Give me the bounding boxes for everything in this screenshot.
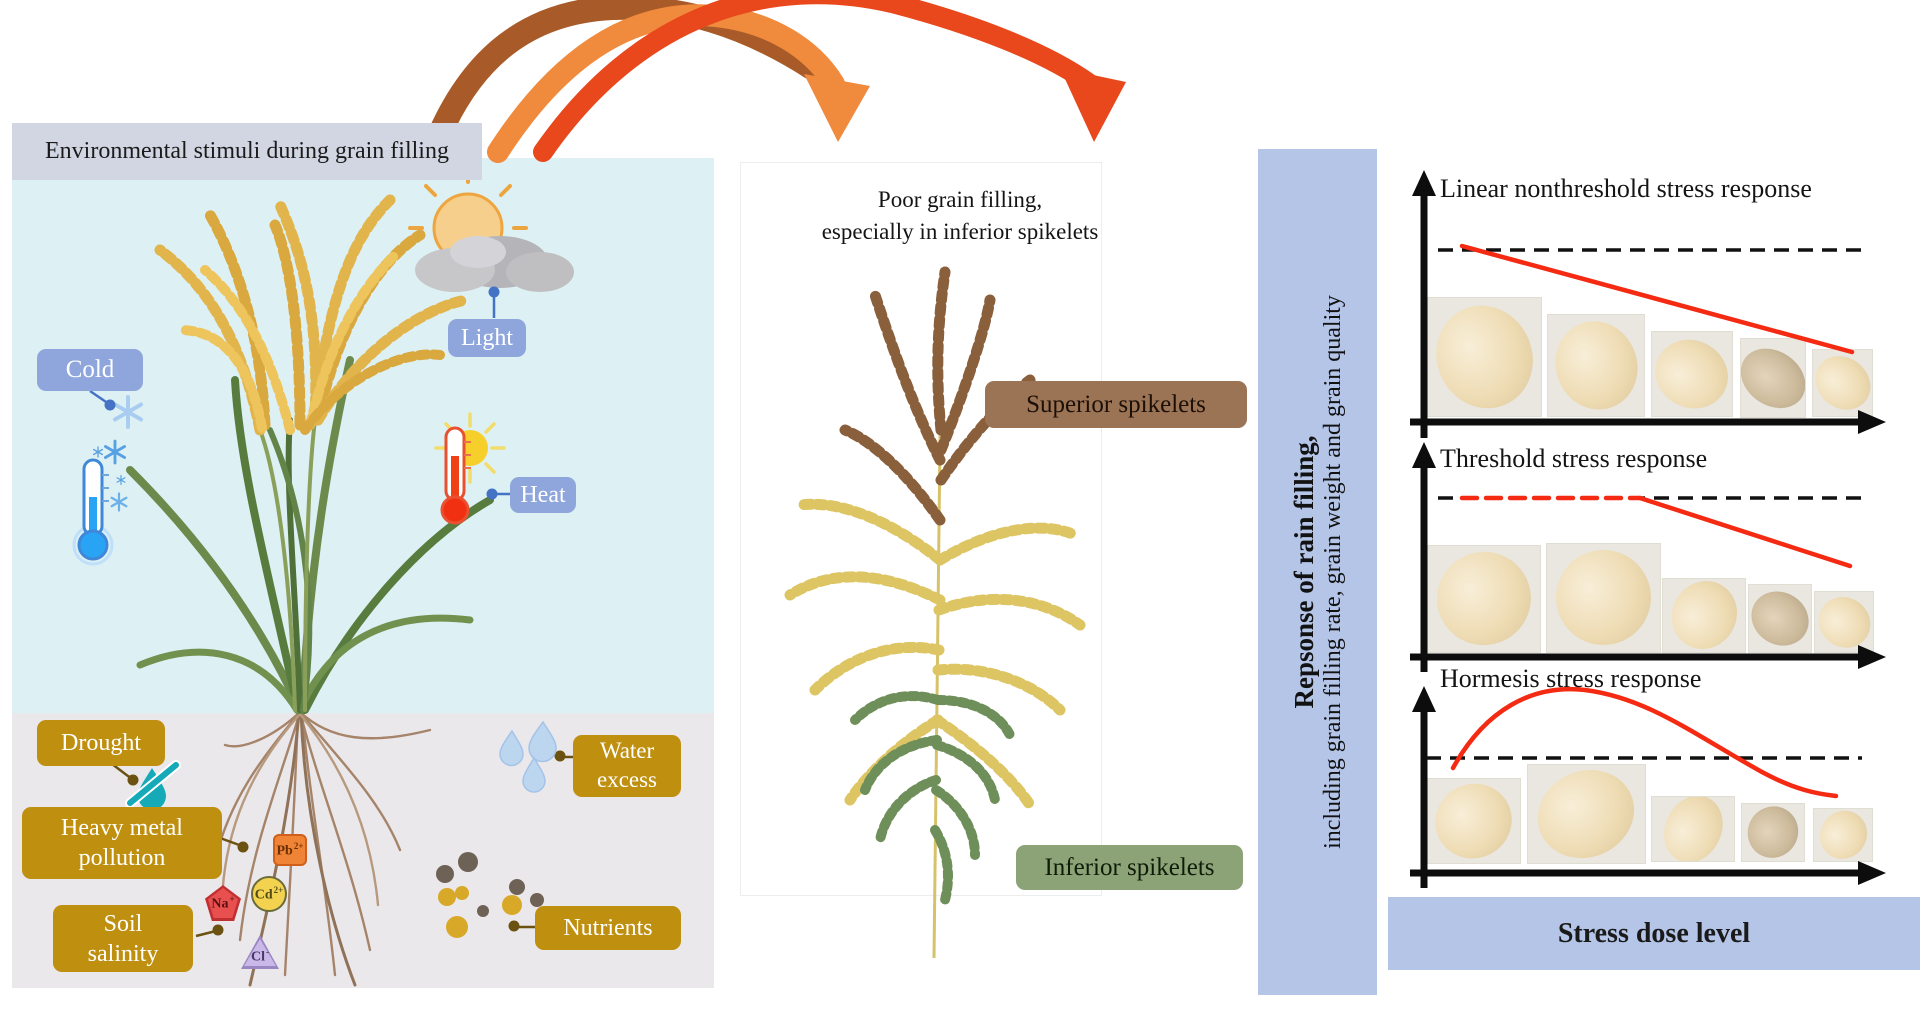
- arrow-head-right: [1060, 68, 1126, 142]
- grain-photo: [1527, 764, 1646, 864]
- grain-photo: [1651, 331, 1733, 417]
- grain-photo: [1427, 545, 1541, 653]
- response-axis-title-bold: Repsonse of rain filling,: [1288, 435, 1319, 709]
- grain-photo: [1740, 338, 1806, 418]
- label-nutrients: Nutrients: [535, 906, 681, 950]
- grain-photo: [1748, 584, 1812, 653]
- lead-ion-badge: Pb2+: [273, 834, 307, 866]
- response-axis-title: Repsonse of rain filling, including grai…: [1289, 295, 1347, 849]
- middle-panel-box: [740, 162, 1102, 896]
- cadmium-ion-badge: Cd2+: [251, 876, 287, 912]
- label-drought: Drought: [37, 720, 165, 766]
- left-panel-title: Environmental stimuli during grain filli…: [12, 123, 482, 180]
- middle-caption-line1: Poor grain filling,: [877, 187, 1043, 212]
- chart-title-linear-nonthreshold: Linear nonthreshold stress response: [1440, 174, 1812, 203]
- label-soil-salinity: Soil salinity: [53, 905, 193, 972]
- label-inferior-spikelets: Inferior spikelets: [1016, 845, 1243, 890]
- stress-dose-level-bar: Stress dose level: [1388, 897, 1920, 970]
- label-heavy-metal-pollution: Heavy metal pollution: [22, 807, 222, 879]
- grain-photo: [1662, 578, 1746, 653]
- label-heat: Heat: [510, 477, 576, 513]
- label-water-excess: Water excess: [573, 735, 681, 797]
- chart-title-threshold: Threshold stress response: [1440, 444, 1708, 473]
- grain-photo: [1812, 349, 1873, 417]
- grain-photo: [1427, 778, 1521, 864]
- grain-photo: [1814, 591, 1874, 653]
- chart-title-hormesis: Hormesis stress response: [1440, 664, 1702, 693]
- grain-photo: [1427, 297, 1542, 417]
- response-axis-bar: Repsonse of rain filling, including grai…: [1258, 149, 1377, 995]
- label-cold: Cold: [37, 349, 143, 391]
- left-panel-sky: [12, 158, 714, 713]
- grain-photo: [1813, 808, 1873, 862]
- response-axis-title-detail: including grain filling rate, grain weig…: [1319, 295, 1346, 849]
- arrow-head-middle: [804, 74, 870, 142]
- grain-photo: [1546, 543, 1661, 653]
- middle-caption-line2: especially in inferior spikelets: [821, 219, 1099, 245]
- label-light: Light: [448, 319, 526, 357]
- grain-photo: [1651, 796, 1735, 862]
- middle-caption: Poor grain filling, especially in inferi…: [755, 184, 1165, 248]
- grain-photo: [1547, 314, 1645, 417]
- label-superior-spikelets: Superior spikelets: [985, 381, 1247, 428]
- grain-photo: [1741, 803, 1805, 862]
- stimuli-flow-arrows: [421, 0, 1126, 163]
